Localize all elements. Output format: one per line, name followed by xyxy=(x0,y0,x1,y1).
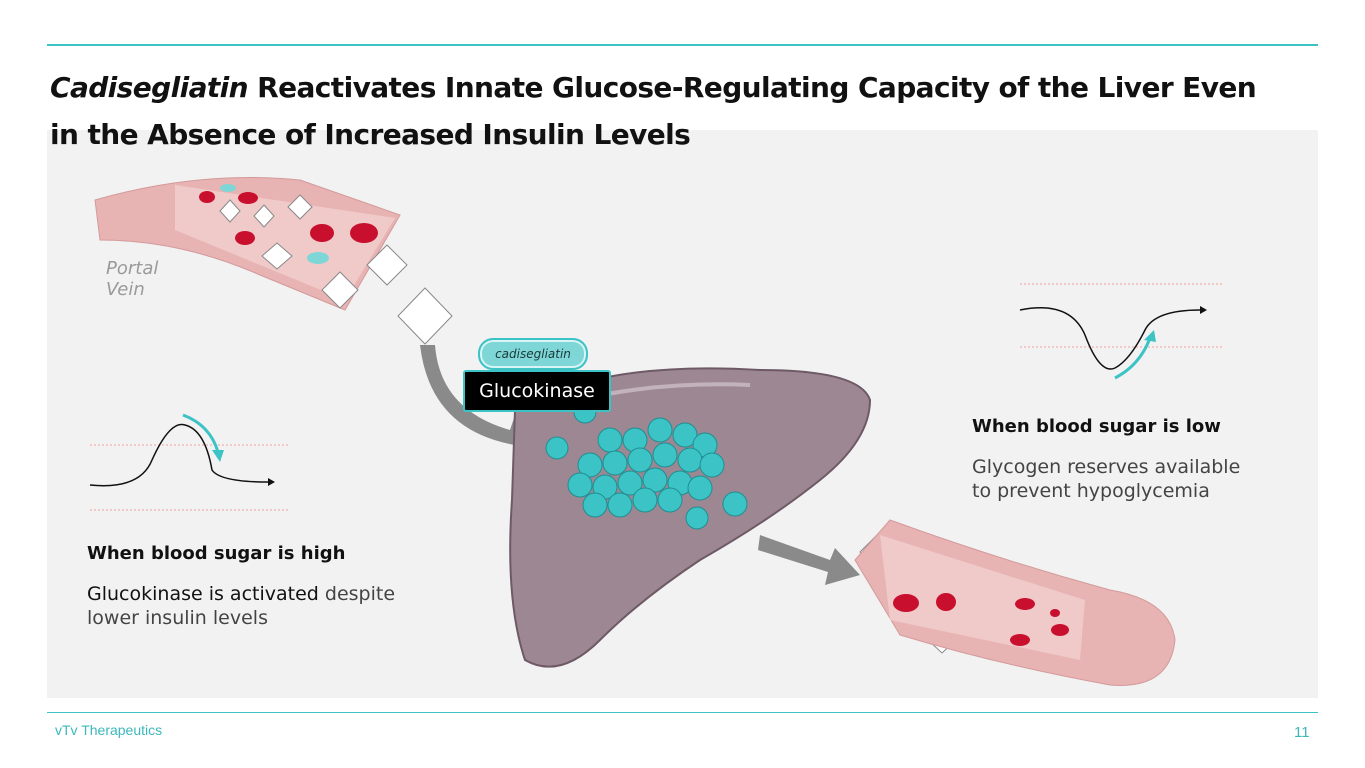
low-sugar-body-line1: Glycogen reserves available xyxy=(972,456,1241,478)
portal-label-line1: Portal xyxy=(106,258,159,279)
title-drug-name: Cadisegliatin xyxy=(50,71,249,104)
high-sugar-body-line2: lower insulin levels xyxy=(87,607,268,629)
title-line1: Reactivates Innate Glucose-Regulating Ca… xyxy=(248,71,1257,104)
company-name: vTv Therapeutics xyxy=(55,722,163,738)
glycogen-granules xyxy=(545,400,748,530)
low-sugar-heading: When blood sugar is low xyxy=(972,416,1221,437)
hepatic-vein xyxy=(854,519,1176,686)
bottom-rule xyxy=(47,712,1318,713)
glucokinase-label: Glucokinase xyxy=(463,370,611,412)
high-glucose-curve xyxy=(89,413,290,511)
high-sugar-body-emph: Glucokinase is activated xyxy=(87,583,319,605)
high-sugar-body: Glucokinase is activated despite lower in… xyxy=(87,582,395,630)
high-sugar-heading: When blood sugar is high xyxy=(87,543,346,564)
page-title: Cadisegliatin Reactivates Innate Glucose… xyxy=(50,64,1340,158)
low-glucose-curve xyxy=(1019,283,1222,380)
low-sugar-body-line2: to prevent hypoglycemia xyxy=(972,480,1210,502)
high-sugar-body-rest: despite xyxy=(318,583,396,605)
top-rule xyxy=(47,44,1318,46)
page-number: 11 xyxy=(1294,724,1310,741)
title-line2: in the Absence of Increased Insulin Leve… xyxy=(50,118,691,151)
flow-arrow-out xyxy=(758,535,860,585)
portal-label-line2: Vein xyxy=(106,279,145,300)
cadisegliatin-pill: cadisegliatin xyxy=(478,338,588,370)
